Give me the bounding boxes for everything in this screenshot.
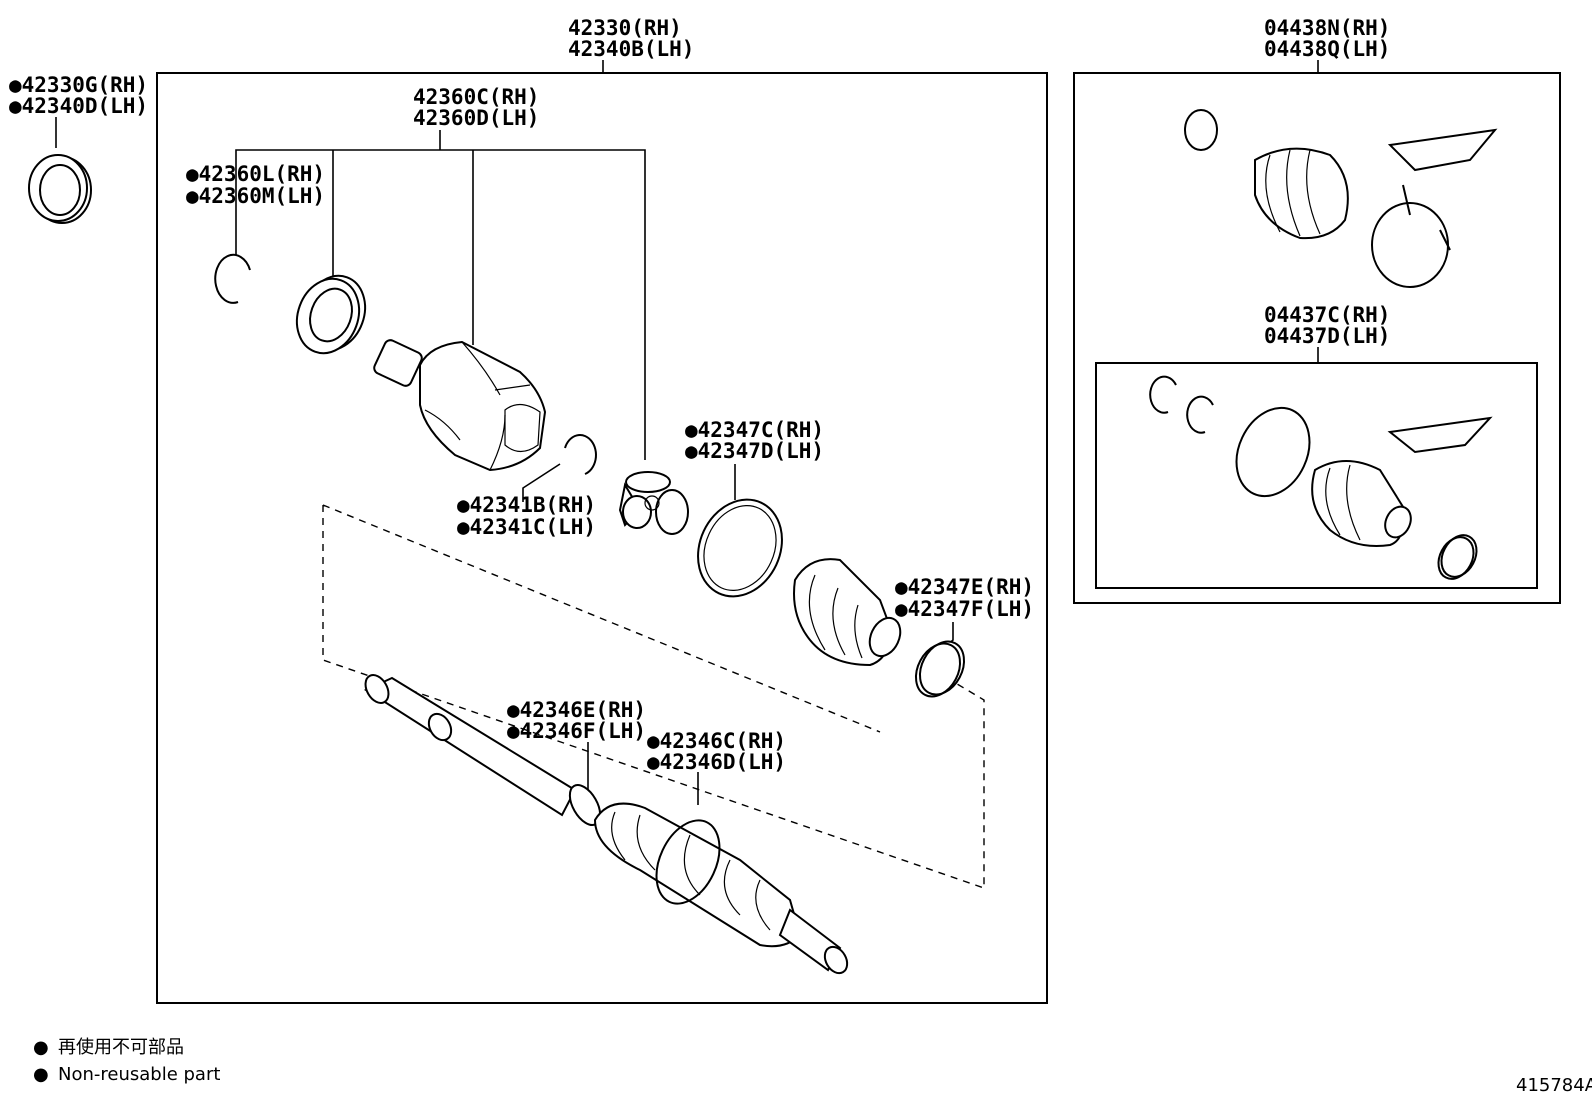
kit-outboard-boot xyxy=(1254,147,1349,240)
svg-text:●42346F(LH): ●42346F(LH) xyxy=(507,719,646,743)
kit-inboard-clamp-large xyxy=(1235,406,1311,498)
svg-text:●42347F(LH): ●42347F(LH) xyxy=(895,597,1034,621)
drive-shaft-part xyxy=(363,674,849,975)
outboard-clamp-label: ●42346C(RH) ●42346D(LH) xyxy=(647,729,786,774)
kit-inboard-grease xyxy=(1387,416,1493,454)
svg-text:42330(RH): 42330(RH) xyxy=(568,16,682,40)
inboard-boot-part xyxy=(793,558,902,667)
snap-ring-inner-label: ●42341B(RH) ●42341C(LH) xyxy=(457,493,596,539)
outer-seal-label: ●42330G(RH) ●42340D(LH) xyxy=(9,73,148,118)
svg-text:42360C(RH): 42360C(RH) xyxy=(413,85,539,109)
svg-text:●42360M(LH): ●42360M(LH) xyxy=(186,184,325,208)
kit-outboard-clamp-small xyxy=(1184,109,1218,151)
boot-clamp-large-part xyxy=(697,498,783,598)
svg-text:●42340D(LH): ●42340D(LH) xyxy=(9,94,148,118)
snap-ring-outer-part xyxy=(214,253,251,304)
svg-text:●42347D(LH): ●42347D(LH) xyxy=(685,439,824,463)
inboard-joint-housing-part xyxy=(373,339,547,472)
tripod-joint-part xyxy=(618,471,689,535)
assembly-label: 42330(RH) 42340B(LH) xyxy=(568,16,694,61)
kit-inboard-snap-ring xyxy=(1149,375,1177,414)
svg-text:●: ● xyxy=(33,1064,49,1085)
kit-inboard-clamp-small xyxy=(1437,534,1478,580)
shaft-clamp-label: ●42346E(RH) ●42346F(LH) xyxy=(507,698,646,743)
boot-kit-inboard-frame xyxy=(1095,362,1538,589)
svg-text:42340B(LH): 42340B(LH) xyxy=(568,37,694,61)
shaft-envelope-dashed xyxy=(322,504,985,889)
snap-ring-inner-part xyxy=(564,434,597,475)
boot-kit-outboard-label: 04438N(RH) 04438Q(LH) xyxy=(1264,16,1390,61)
boot-kit-outboard-frame xyxy=(1073,72,1561,604)
boot-clamp-small-label: ●42347E(RH) ●42347F(LH) xyxy=(895,575,1034,621)
svg-text:●42341B(RH): ●42341B(RH) xyxy=(457,493,596,517)
diagram-id: 415784A xyxy=(1516,1075,1592,1096)
boot-clamp-large-label: ●42347C(RH) ●42347D(LH) xyxy=(685,418,824,463)
svg-text:04437D(LH): 04437D(LH) xyxy=(1264,324,1390,348)
legend: ● 再使用不可部品 ● Non-reusable part xyxy=(33,1037,220,1085)
svg-text:04438N(RH): 04438N(RH) xyxy=(1264,16,1390,40)
svg-text:04437C(RH): 04437C(RH) xyxy=(1264,303,1390,327)
svg-text:再使用不可部品: 再使用不可部品 xyxy=(58,1037,184,1058)
dust-seal-part xyxy=(295,274,367,355)
kit-outboard-grease xyxy=(1387,128,1498,172)
svg-text:●42346D(LH): ●42346D(LH) xyxy=(647,750,786,774)
assembly-frame xyxy=(156,72,1048,1004)
inboard-joint-label: 42360C(RH) 42360D(LH) xyxy=(413,85,539,130)
svg-text:●42347C(RH): ●42347C(RH) xyxy=(685,418,824,442)
outer-seal-part xyxy=(28,154,92,224)
svg-text:Non-reusable part: Non-reusable part xyxy=(58,1064,220,1085)
leader-lines xyxy=(55,60,1319,805)
svg-text:●42330G(RH): ●42330G(RH) xyxy=(9,73,148,97)
kit-inboard-boot xyxy=(1311,460,1412,547)
kit-inboard-snap-ring-2 xyxy=(1186,395,1214,434)
svg-text:04438Q(LH): 04438Q(LH) xyxy=(1264,37,1390,61)
boot-kit-inboard-label: 04437C(RH) 04437D(LH) xyxy=(1264,303,1390,348)
svg-text:●42347E(RH): ●42347E(RH) xyxy=(895,575,1034,599)
svg-text:●42346C(RH): ●42346C(RH) xyxy=(647,729,786,753)
svg-text:●42346E(RH): ●42346E(RH) xyxy=(507,698,646,722)
svg-text:●42341C(LH): ●42341C(LH) xyxy=(457,515,596,539)
kit-outboard-clamp-large xyxy=(1371,184,1451,288)
svg-text:42360D(LH): 42360D(LH) xyxy=(413,106,539,130)
snap-ring-outer-label: ●42360L(RH) ●42360M(LH) xyxy=(186,162,325,208)
svg-text:●42360L(RH): ●42360L(RH) xyxy=(186,162,325,186)
boot-clamp-small-part xyxy=(914,640,966,698)
svg-text:●: ● xyxy=(33,1037,49,1058)
